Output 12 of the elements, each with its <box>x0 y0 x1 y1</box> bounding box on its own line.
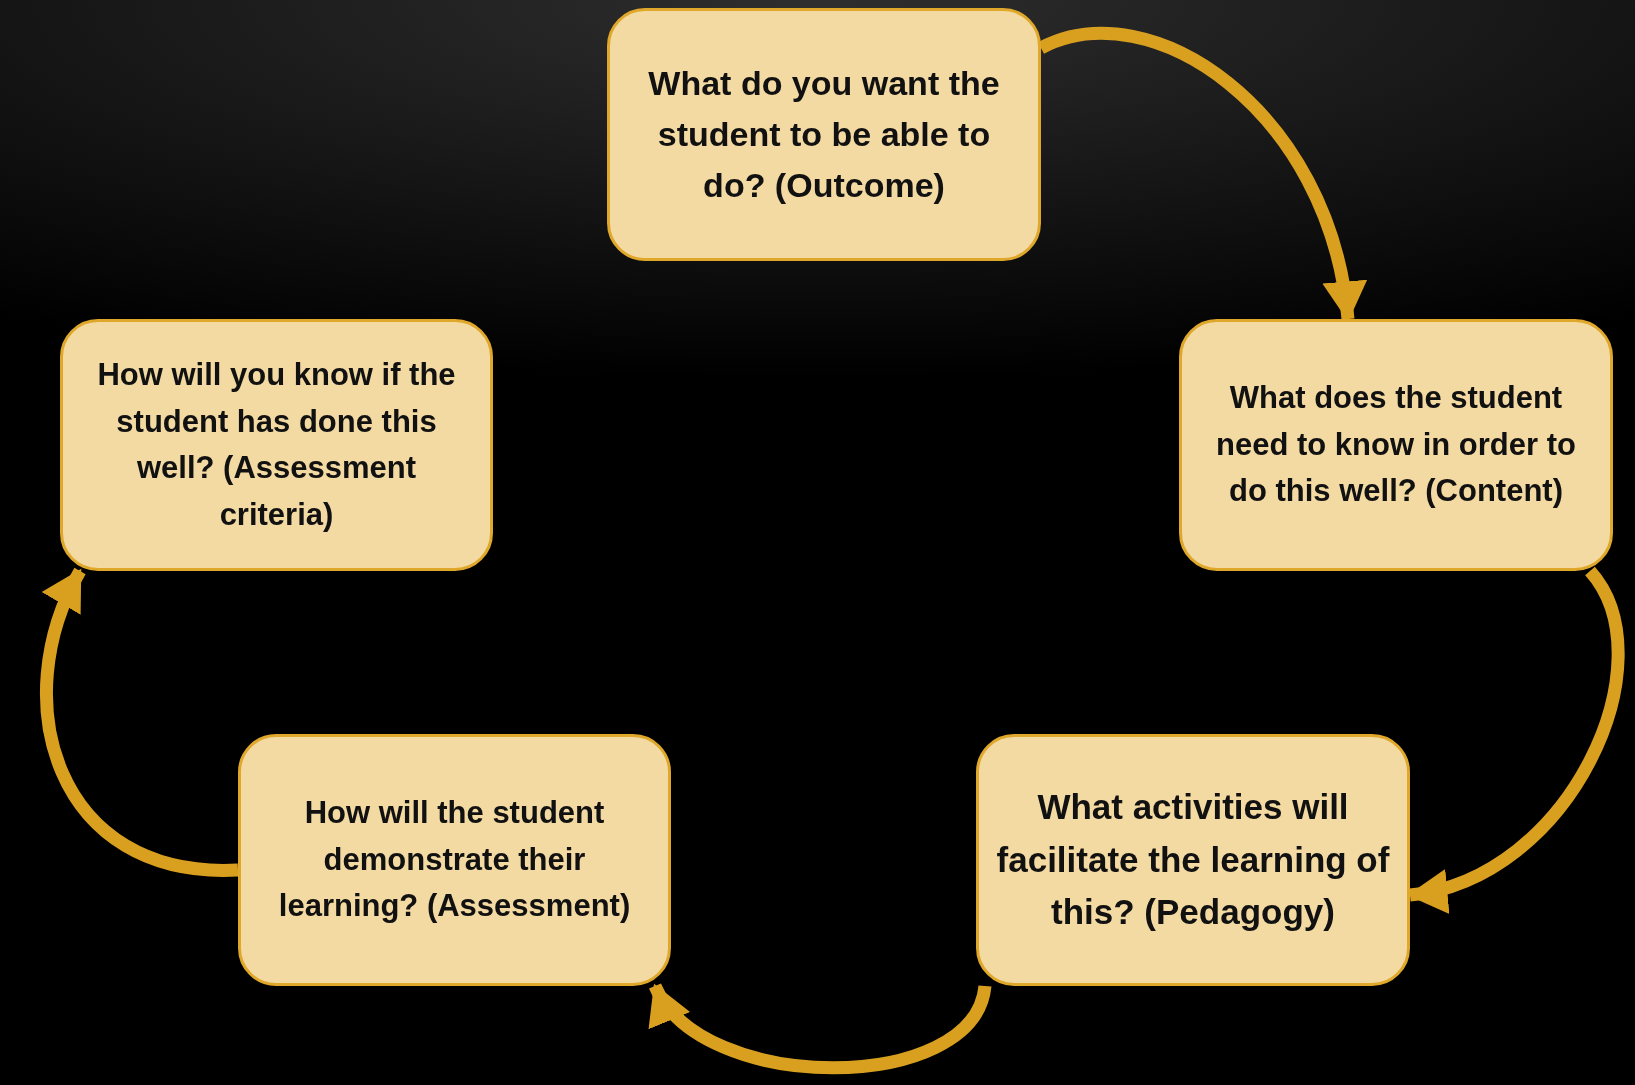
question-box <box>238 734 671 986</box>
curved-arrow <box>649 982 992 1075</box>
question-text: What activities will facilitate the learning of this? (Pedagogy) <box>995 786 1391 934</box>
question-text: What does the student need to know in order to do this well? (Content) <box>1215 379 1577 511</box>
question-text: What do you want the student to be able to do? (Outcome) <box>647 63 1001 206</box>
question-text: How will the student demonstrate their learning? (Assessment) <box>277 794 632 926</box>
question-box <box>1179 319 1613 571</box>
question-box <box>60 319 493 571</box>
curved-arrow <box>40 568 239 877</box>
question-text: How will you know if the student has done this well? (Assessment criteria) <box>96 356 457 534</box>
question-box <box>976 734 1410 986</box>
question-box <box>607 8 1041 261</box>
